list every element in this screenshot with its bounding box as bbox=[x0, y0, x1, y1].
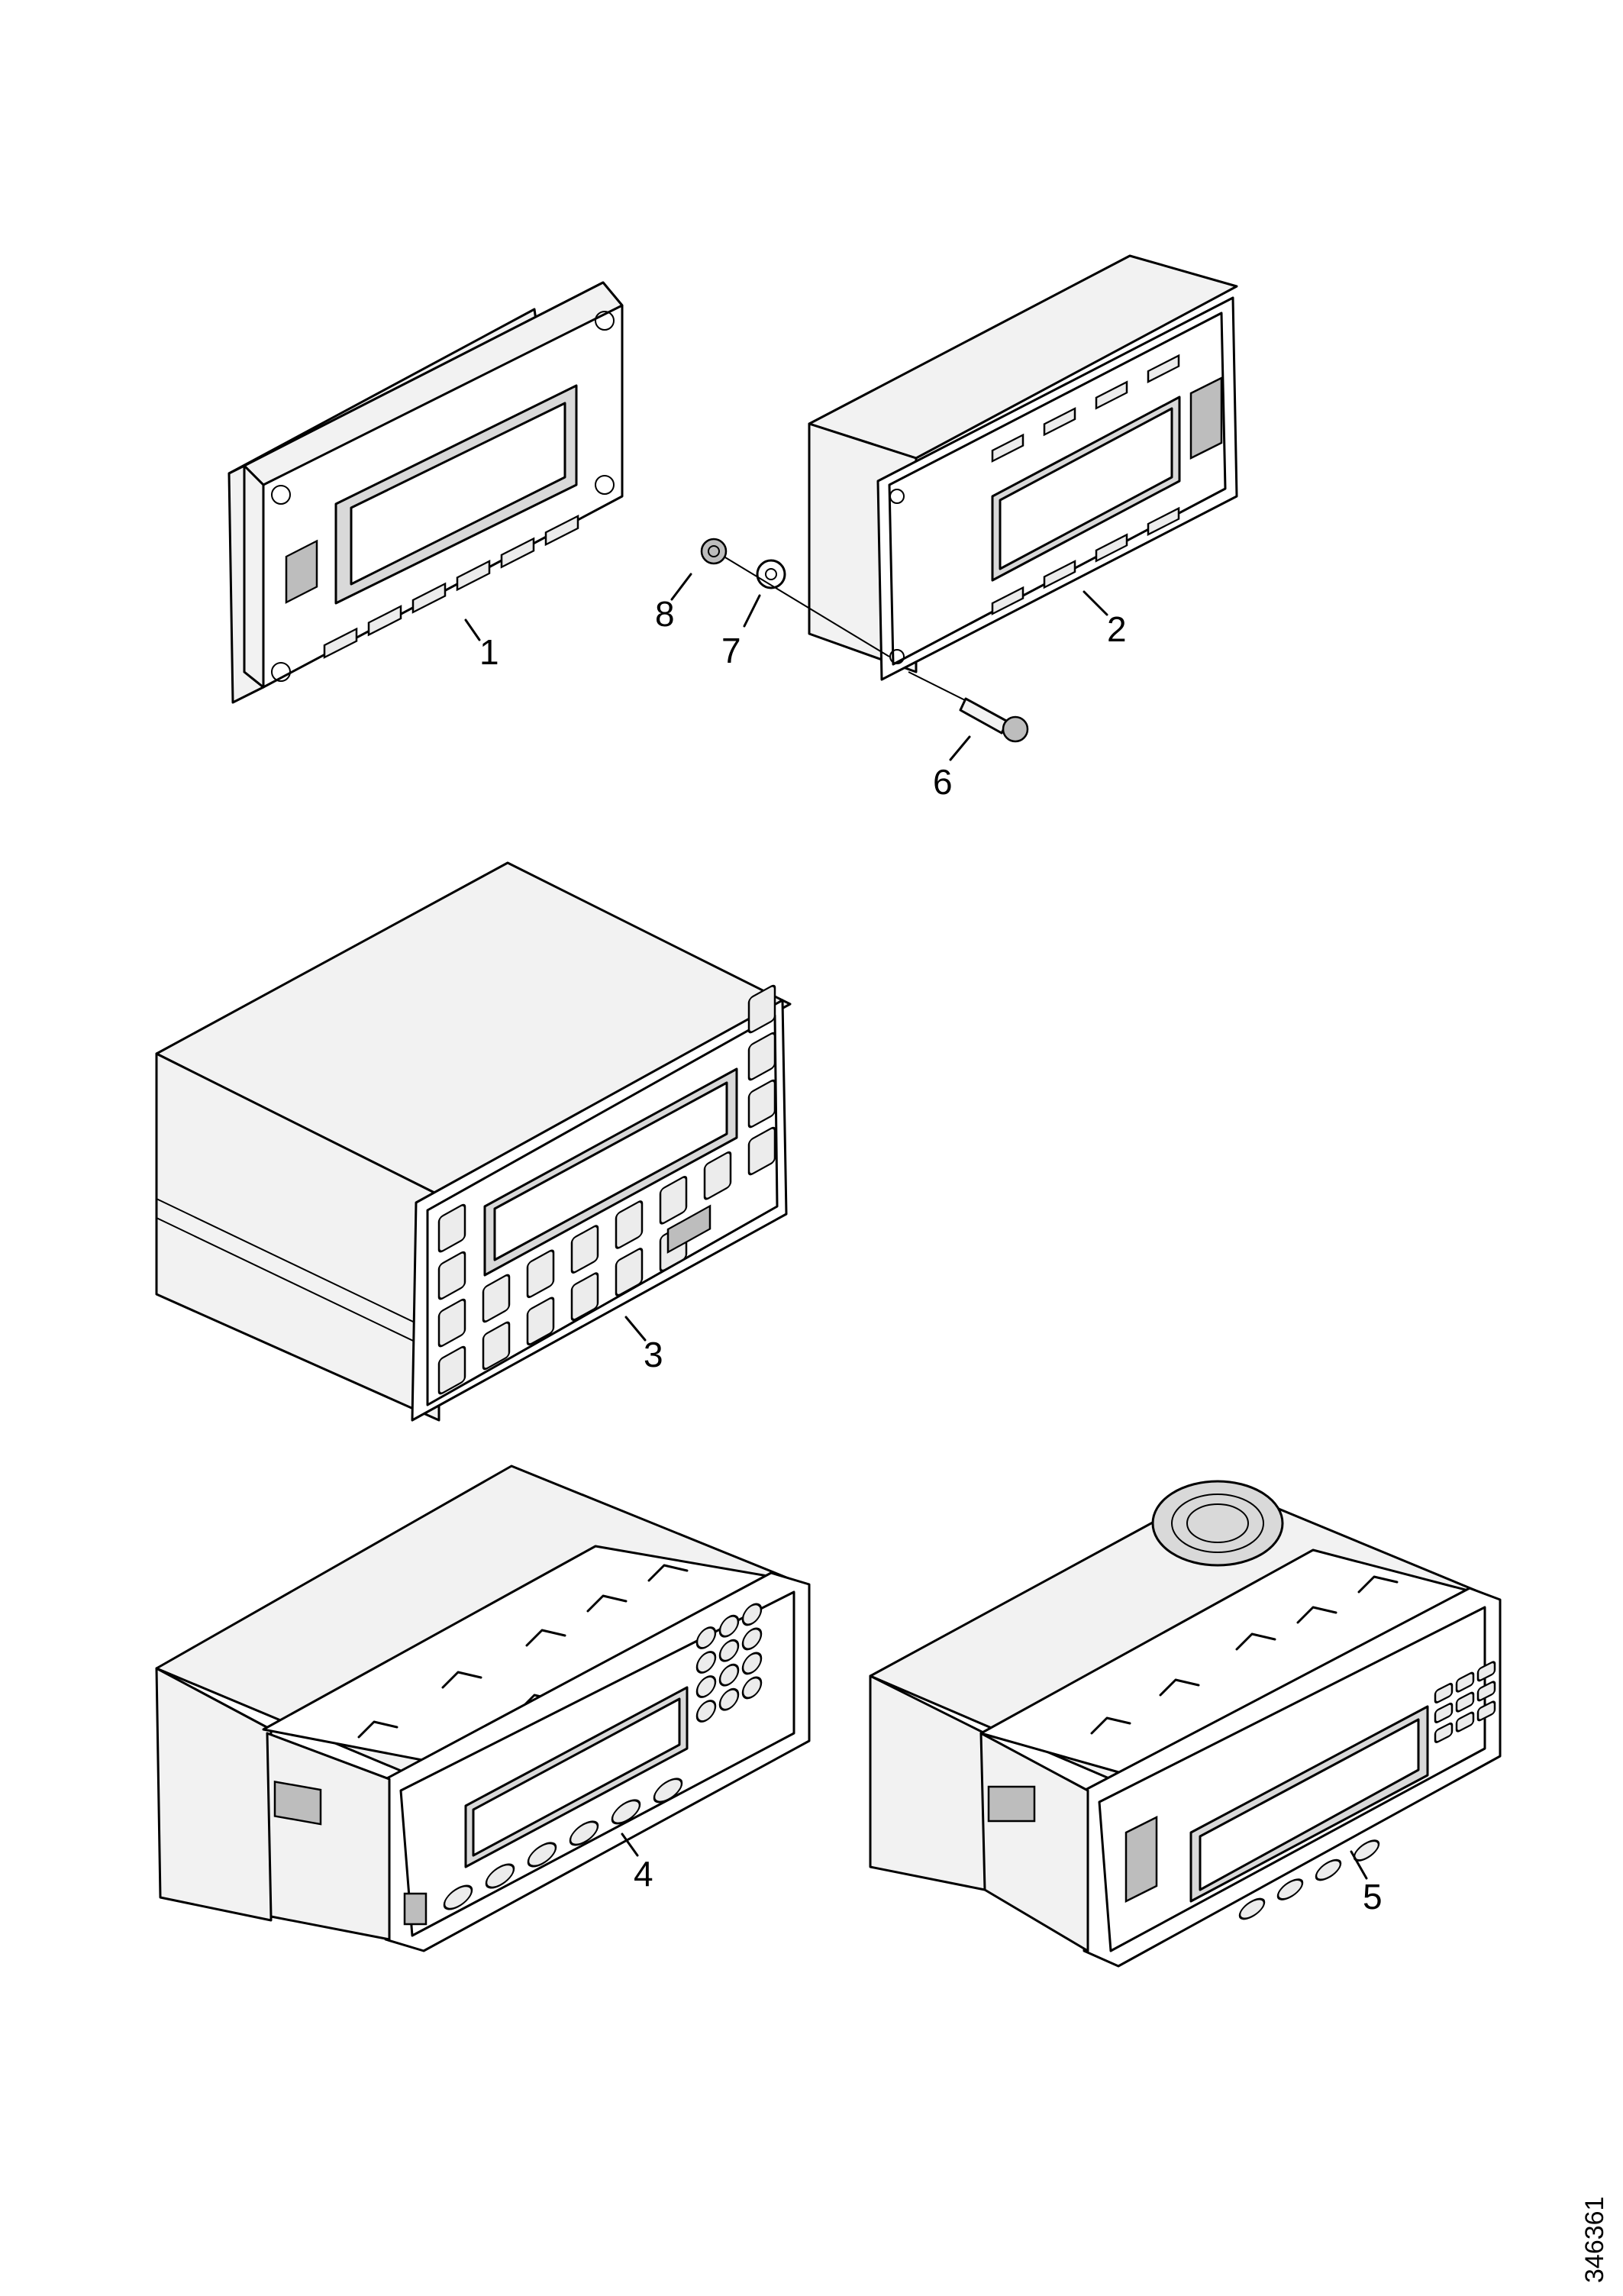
callout-8: 8 bbox=[655, 594, 675, 634]
part-4-tachograph-unit bbox=[155, 1464, 811, 1952]
part-3-display-unit bbox=[155, 861, 792, 1422]
part-1-bezel-frame bbox=[227, 281, 624, 704]
callout-7: 7 bbox=[721, 631, 741, 670]
part-5-tachograph-unit bbox=[869, 1480, 1502, 1968]
fastener-bolt-6 bbox=[724, 557, 1029, 761]
document-number: 346361 bbox=[1580, 2197, 1609, 2283]
callout-4: 4 bbox=[634, 1854, 653, 1894]
callout-3: 3 bbox=[644, 1335, 663, 1374]
part-2-mounting-housing bbox=[808, 254, 1238, 681]
fastener-nut-8 bbox=[670, 538, 728, 601]
callout-5: 5 bbox=[1363, 1877, 1383, 1917]
callout-2: 2 bbox=[1107, 609, 1127, 649]
fastener-washer-7 bbox=[743, 559, 786, 628]
callout-6: 6 bbox=[933, 762, 953, 802]
callout-1: 1 bbox=[479, 632, 499, 672]
